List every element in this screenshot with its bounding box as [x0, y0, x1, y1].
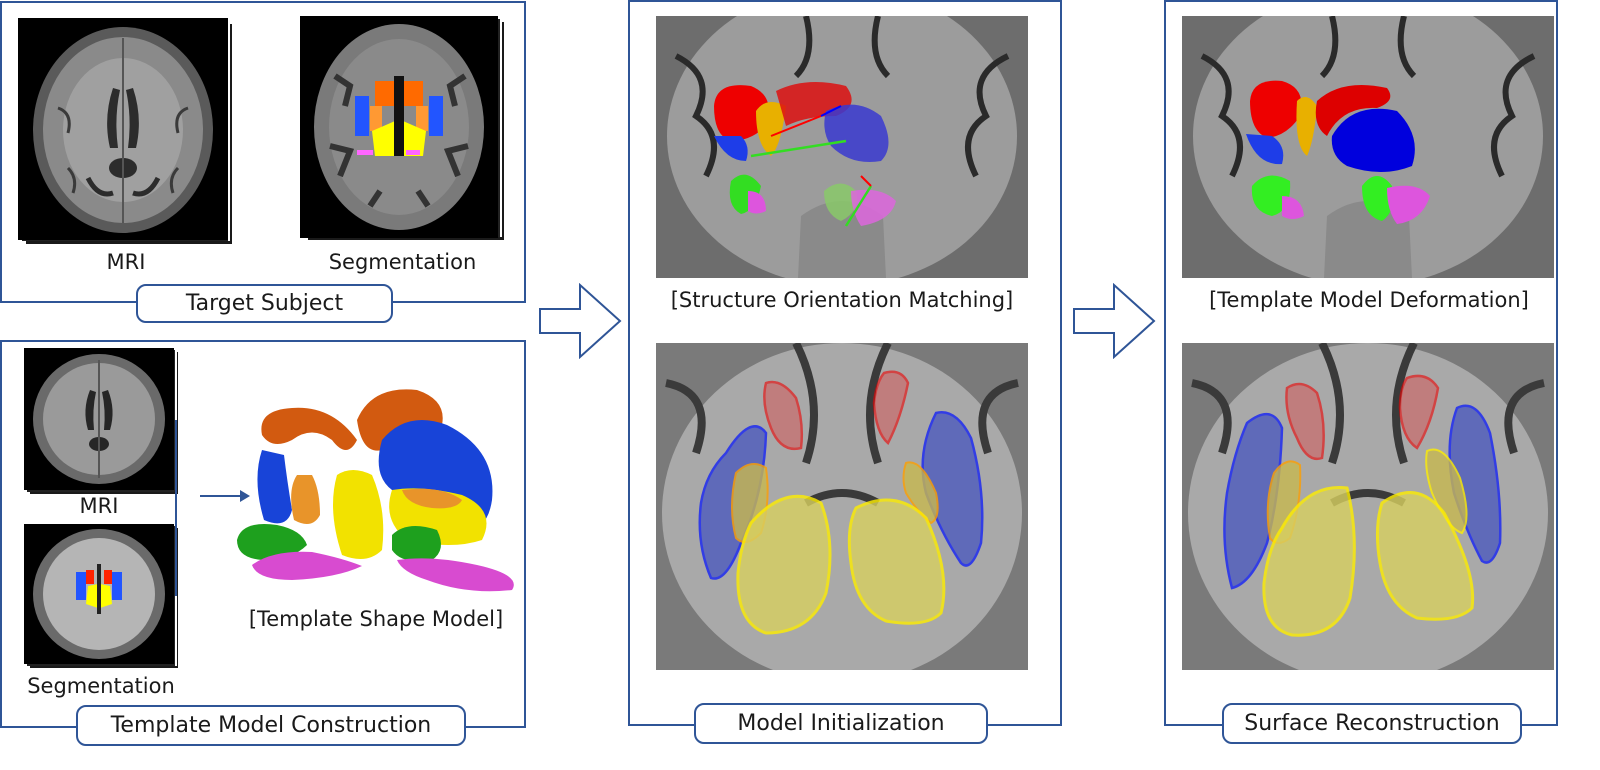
flow-arrow-2 — [1073, 283, 1156, 359]
template-construction-title: Template Model Construction — [76, 705, 466, 746]
recon-contour-image — [1182, 343, 1554, 670]
model-init-title: Model Initialization — [694, 703, 988, 744]
template-segmentation-image — [24, 524, 174, 664]
shape-model-caption: [Template Shape Model] — [248, 607, 504, 631]
target-mri-label: MRI — [106, 250, 146, 274]
template-deformation-caption: [Template Model Deformation] — [1209, 288, 1529, 312]
init-contour-image — [656, 343, 1028, 670]
orientation-matching-caption: [Structure Orientation Matching] — [670, 288, 1014, 312]
target-seg-label: Segmentation — [328, 250, 477, 274]
template-mri-label: MRI — [79, 494, 119, 518]
surface-recon-title: Surface Reconstruction — [1222, 703, 1522, 744]
target-segmentation-image — [300, 16, 498, 238]
template-seg-label: Segmentation — [27, 674, 175, 698]
template-mri-image — [24, 348, 174, 490]
orientation-matching-image — [656, 16, 1028, 278]
template-shape-model — [232, 380, 522, 600]
target-subject-title: Target Subject — [136, 284, 393, 323]
target-mri-image — [18, 18, 228, 240]
template-deformation-image — [1182, 16, 1554, 278]
bracket-arrow — [175, 420, 250, 596]
flow-arrow-1 — [539, 283, 622, 359]
